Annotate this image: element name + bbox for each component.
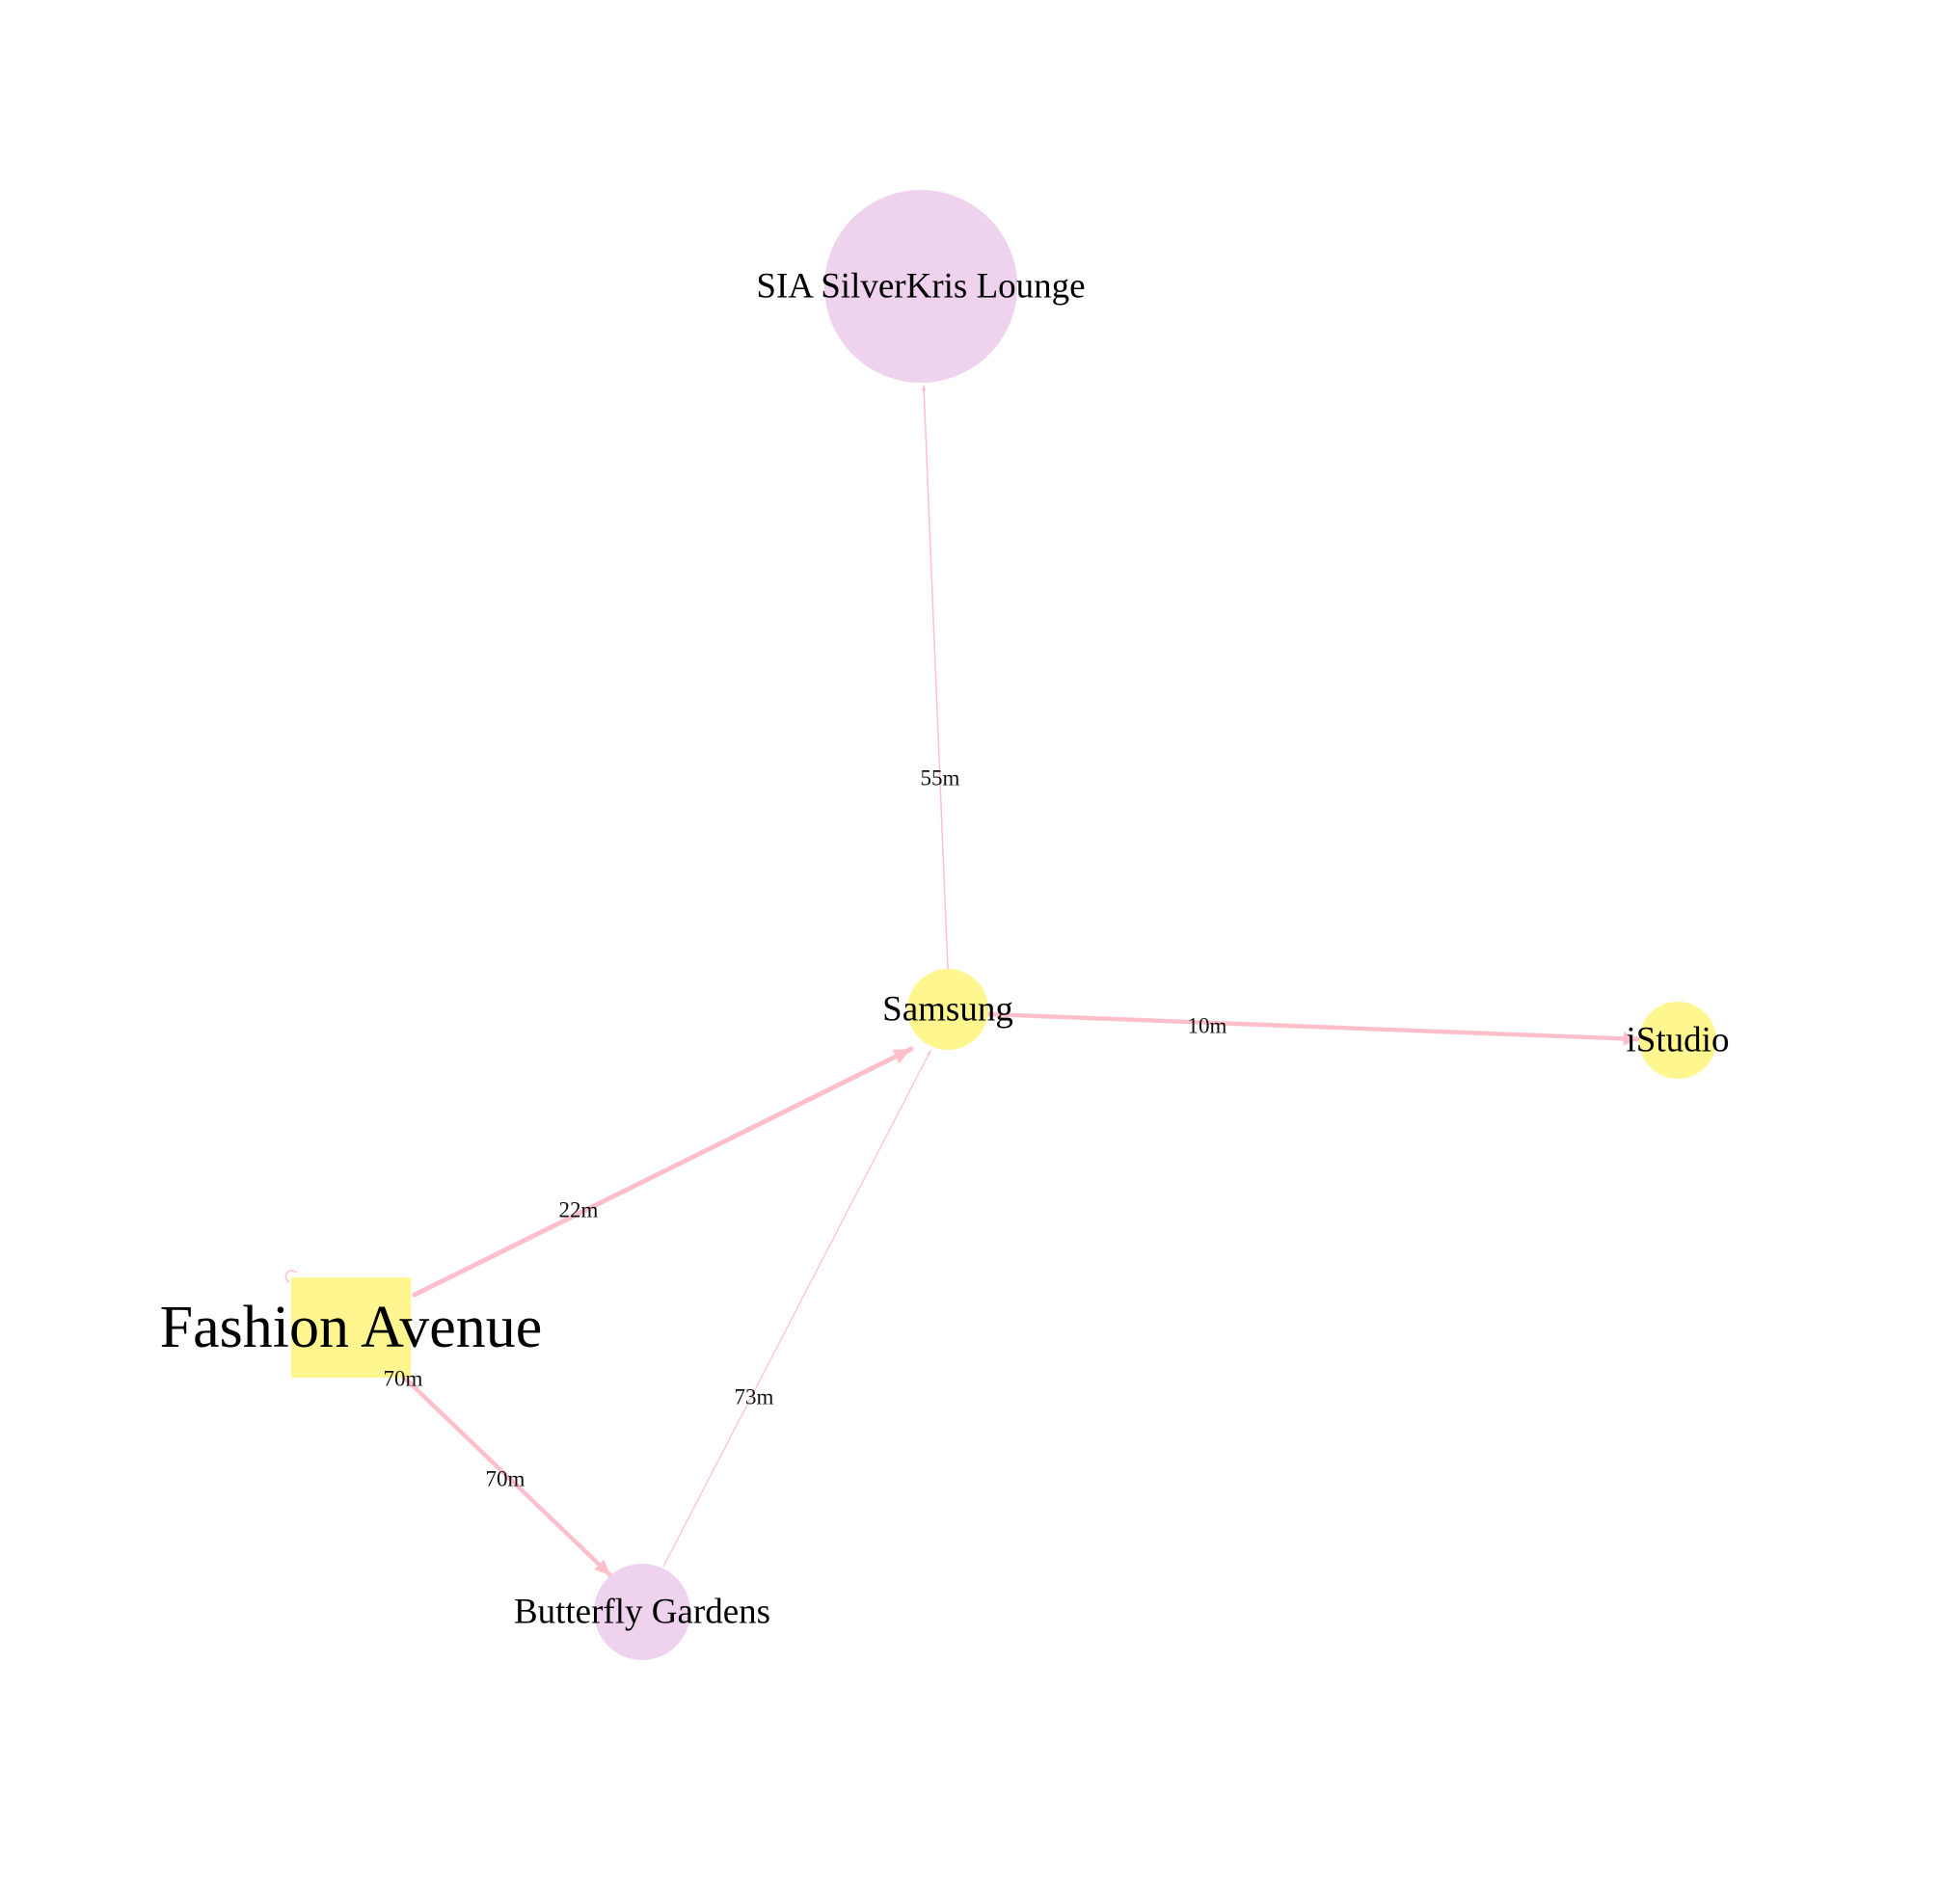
edge-label-samsung-to-istudio: 10m [1188,1014,1227,1038]
node-label-fashion-avenue: Fashion Avenue [160,1295,543,1360]
edge-fashion-avenue-to-samsung [412,1046,914,1298]
edge-samsung-to-istudio [985,1011,1642,1046]
edge-butterfly-gardens-to-samsung [662,1050,931,1568]
node-label-butterfly-gardens: Butterfly Gardens [514,1593,770,1632]
edge-fashion-avenue-to-butterfly-gardens [392,1366,613,1578]
edge-label-fashion-avenue-to-butterfly-gardens: 70m [486,1467,525,1491]
node-samsung [907,969,988,1050]
edge-label-butterfly-gardens-to-samsung: 73m [735,1385,774,1409]
nodes-layer [291,190,1716,1660]
edge-labels-layer: 22m 10m 55m 70m 73m 70m [384,766,1227,1491]
node-butterfly-gardens [594,1564,690,1660]
edge-label-fashion-avenue-to-samsung: 22m [559,1198,599,1222]
node-label-istudio: iStudio [1627,1021,1730,1060]
node-sia-silverkris-lounge [824,190,1017,383]
node-istudio [1639,1002,1716,1079]
node-fashion-avenue [291,1277,411,1378]
edge-self-loop-fashion-avenue [284,1270,298,1283]
node-labels-layer: Fashion Avenue Samsung iStudio SIA SilverKr… [160,267,1730,1632]
node-label-sia-silverkris-lounge: SIA SilverKris Lounge [756,267,1085,307]
edge-samsung-to-sia-silverkris-lounge [921,385,949,970]
node-label-samsung: Samsung [882,990,1013,1030]
edge-label-samsung-to-sia-silverkris-lounge: 55m [921,766,960,791]
edges-layer [284,385,1642,1578]
edge-label-fashion-avenue-to-fashion-avenue: 70m [384,1367,423,1391]
